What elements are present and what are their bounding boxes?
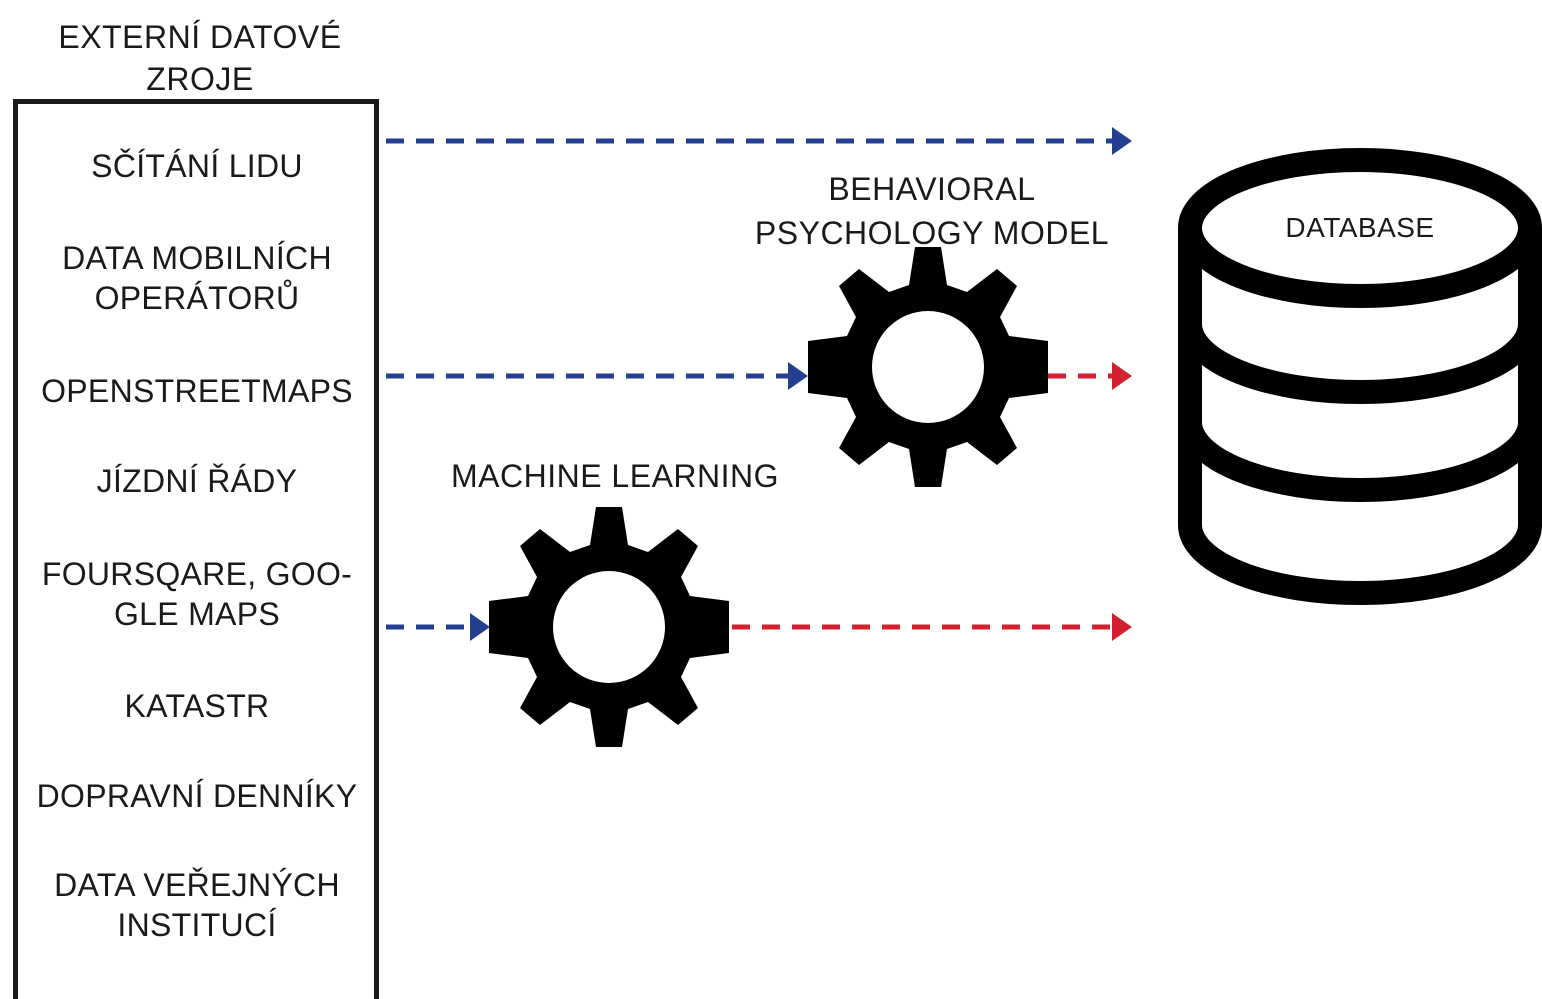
machine-learning-gear-icon <box>489 507 729 747</box>
behavioral-model-label: BEHAVIORAL PSYCHOLOGY MODEL <box>754 171 1110 251</box>
source-item-mobile-operators: DATA MOBILNÍCH OPERÁTORŮ <box>62 240 332 316</box>
source-panel-title: EXTERNÍ DATOVÉ ZROJE <box>58 19 342 97</box>
machine-learning-label: MACHINE LEARNING <box>450 458 780 494</box>
arrow-machine-learning-to-database <box>732 613 1132 641</box>
source-item-foursquare-google-maps: FOURSQARE, GOO- GLE MAPS <box>41 556 353 632</box>
arrow-behavioral-model-to-database <box>1048 362 1132 390</box>
source-list-box <box>13 99 379 999</box>
arrow-osm-to-behavioral-model <box>386 362 808 390</box>
arrow-maps-to-machine-learning <box>386 613 490 641</box>
source-item-traffic-logs: DOPRAVNÍ DENNÍKY <box>36 778 358 814</box>
source-item-census: SČÍTÁNÍ LIDU <box>91 148 303 184</box>
database-label: DATABASE <box>1285 212 1435 243</box>
behavioral-model-gear-icon <box>808 247 1048 487</box>
arrow-census-to-database <box>386 127 1132 155</box>
database-icon <box>1178 148 1542 605</box>
source-item-cadastre: KATASTR <box>124 688 270 724</box>
source-item-timetables: JÍZDNÍ ŘÁDY <box>96 463 298 499</box>
source-item-public-institutions: DATA VEŘEJNÝCH INSTITUCÍ <box>54 867 340 943</box>
source-item-openstreetmaps: OPENSTREETMAPS <box>41 373 353 409</box>
